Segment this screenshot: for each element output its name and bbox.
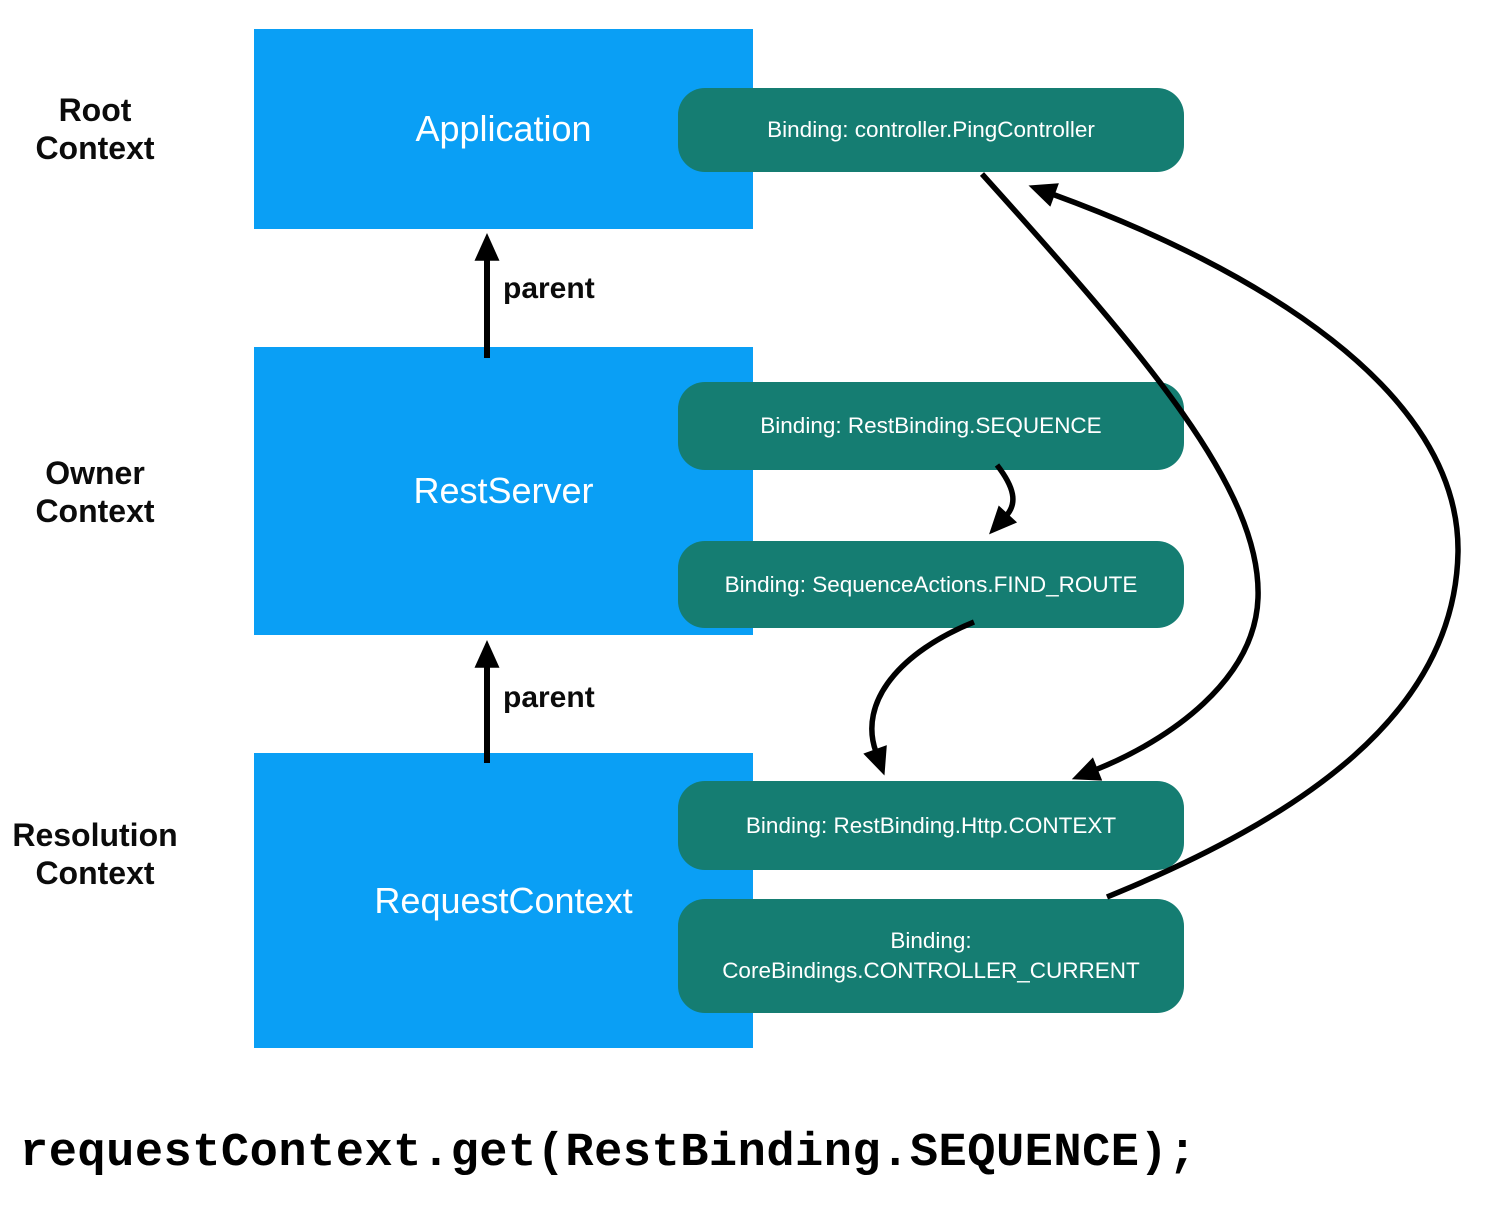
edge-sequence-to-find-route <box>989 463 1018 535</box>
binding-pill-controller-current: Binding: CoreBindings.CONTROLLER_CURRENT <box>678 899 1184 1013</box>
owner-context-label-line1: Owner <box>45 455 145 491</box>
parent-label-requestcontext: parent <box>503 681 595 714</box>
binding-pill-rest-sequence-label: Binding: RestBinding.SEQUENCE <box>760 413 1102 438</box>
binding-pill-http-context-label: Binding: RestBinding.Http.CONTEXT <box>745 812 1117 838</box>
edge-ping-controller-to-http-context <box>979 172 1261 781</box>
application-box: Application <box>254 29 753 229</box>
root-context-label-line1: Root <box>58 92 132 128</box>
owner-context-label-line2: Context <box>35 493 155 529</box>
binding-pill-ping-controller-label: Binding: controller.PingController <box>767 117 1095 142</box>
binding-pill-rest-sequence: Binding: RestBinding.SEQUENCE <box>678 382 1184 470</box>
resolution-context-label-line2: Context <box>35 855 155 891</box>
binding-pill-find-route-label: Binding: SequenceActions.FIND_ROUTE <box>724 571 1138 597</box>
root-context-label-line2: Context <box>35 130 155 166</box>
parent-label-restserver: parent <box>503 272 595 305</box>
binding-pill-find-route: Binding: SequenceActions.FIND_ROUTE <box>678 541 1184 628</box>
edge-find-route-to-http-context <box>863 619 976 776</box>
root-context-label: Root Context <box>0 91 190 167</box>
binding-pill-controller-current-label-line1: Binding: <box>890 928 972 953</box>
application-box-label: Application <box>415 108 592 149</box>
resolution-context-label: Resolution Context <box>0 816 190 892</box>
binding-pill-http-context: Binding: RestBinding.Http.CONTEXT <box>678 781 1184 870</box>
requestcontext-box: RequestContext <box>254 753 753 1048</box>
code-line: requestContext.get(RestBinding.SEQUENCE)… <box>20 1127 1197 1180</box>
binding-pill-controller-current-label-line2: CoreBindings.CONTROLLER_CURRENT <box>722 958 1140 983</box>
owner-context-label: Owner Context <box>0 454 190 530</box>
resolution-context-label-line1: Resolution <box>12 817 178 853</box>
restserver-box: RestServer <box>254 347 753 635</box>
requestcontext-box-label: RequestContext <box>374 879 633 921</box>
binding-pill-ping-controller: Binding: controller.PingController <box>678 88 1184 172</box>
restserver-box-label: RestServer <box>413 470 594 511</box>
